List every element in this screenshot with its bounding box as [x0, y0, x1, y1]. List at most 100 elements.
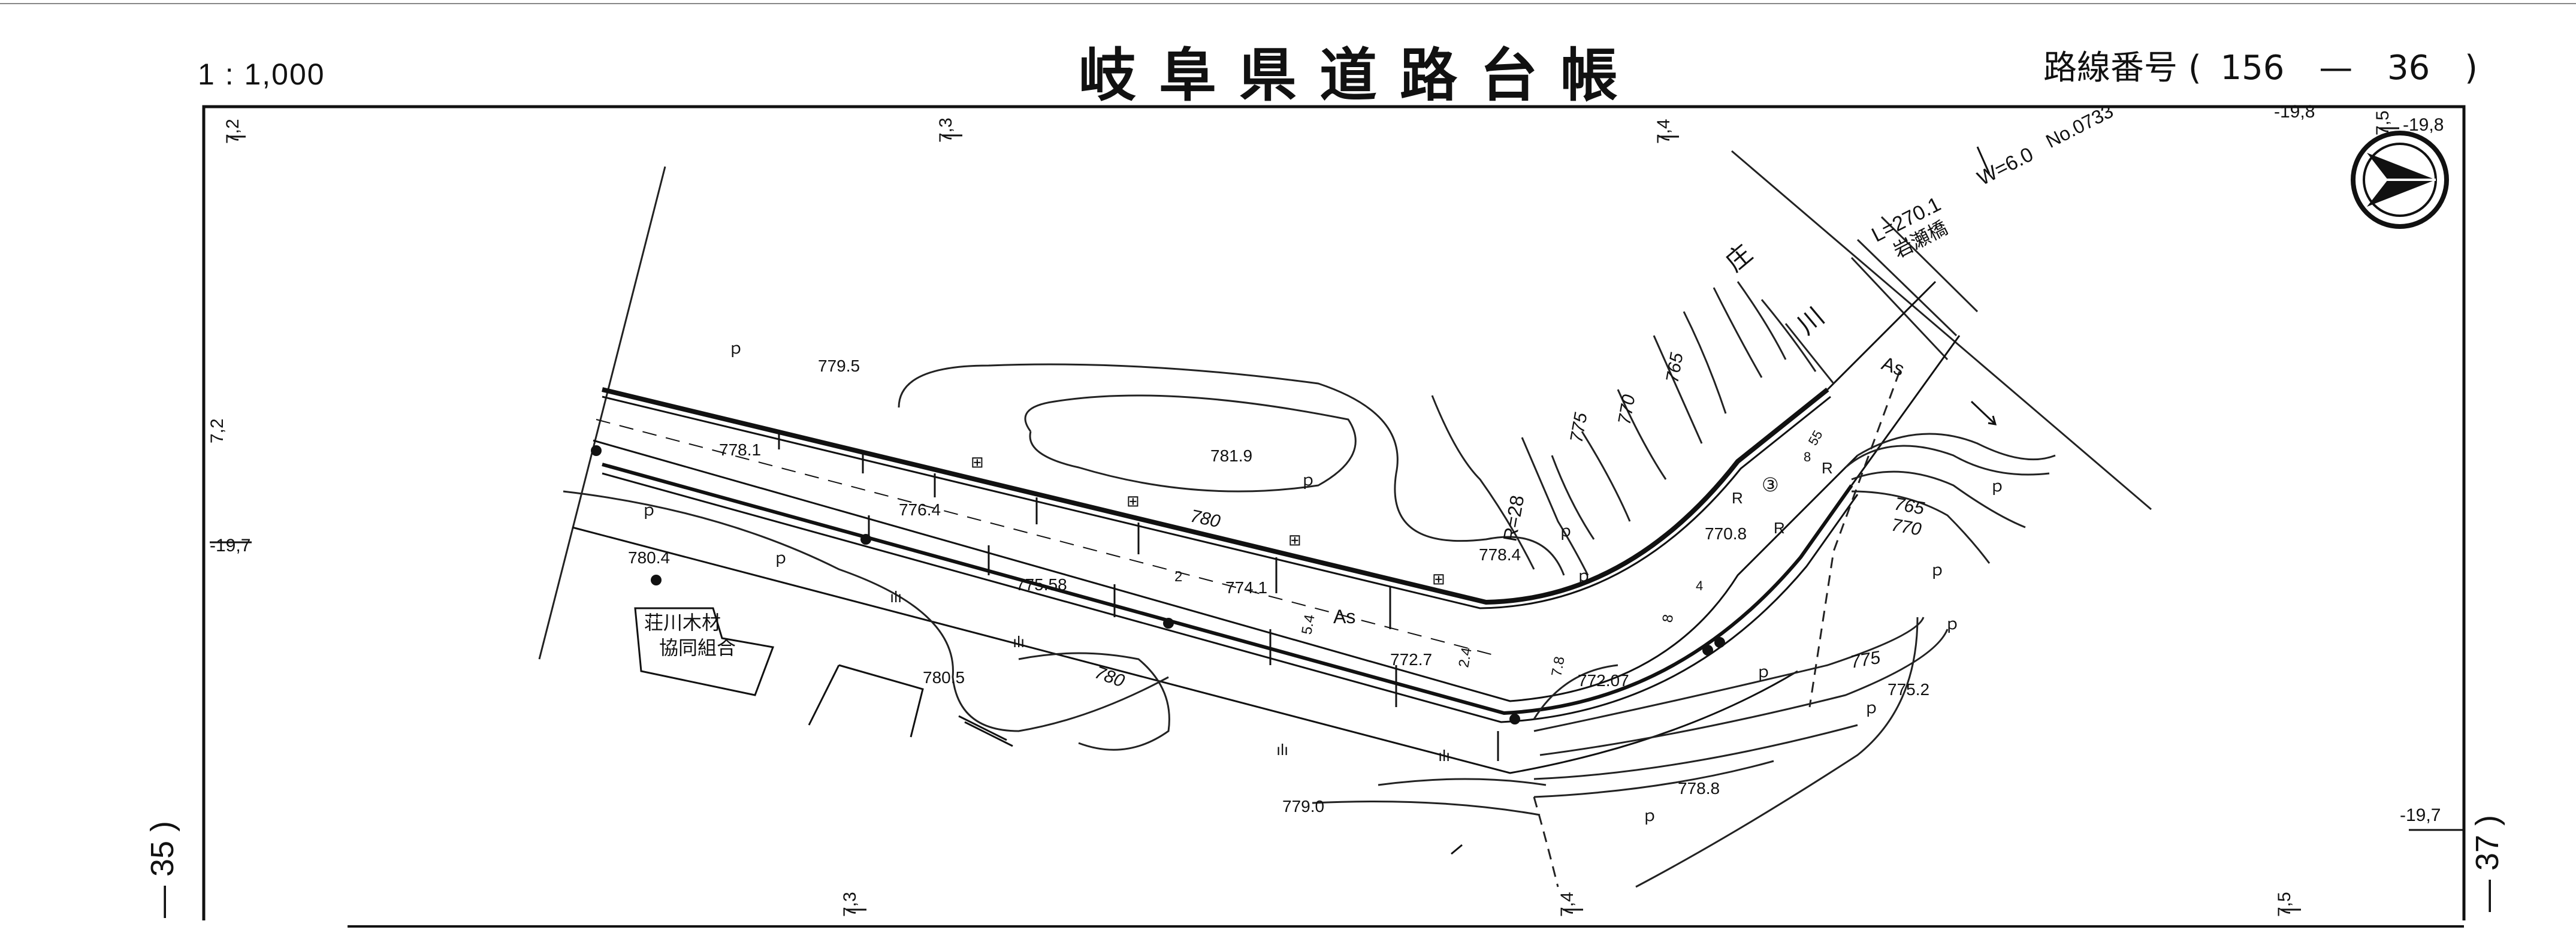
bridge-leader [1976, 146, 1991, 174]
svg-text:ılı: ılı [1013, 633, 1025, 651]
adjacent-sheet-left: — 35 ) [144, 791, 210, 935]
grid-label-top-74: 7,4 [1654, 119, 1674, 144]
elevation-label: 779.0 [1282, 797, 1324, 816]
grid-ticks [210, 127, 2464, 911]
svg-text:ｐ: ｐ [1929, 561, 1945, 579]
curve-radius-label: R=28 [1499, 494, 1528, 543]
svg-text:ｐ: ｐ [773, 549, 789, 567]
contour-lines [563, 281, 2056, 888]
adjacent-sheet-right: — 37 ) [2469, 779, 2535, 935]
svg-text:ılı: ılı [1276, 741, 1288, 759]
route-dash: — [2319, 49, 2353, 87]
width-label: 2.4 [1455, 646, 1475, 669]
svg-text:ｐ: ｐ [1756, 663, 1771, 681]
survey-points [591, 445, 1725, 724]
pavement-label: As [1333, 606, 1355, 627]
map-scale: 1 : 1,000 [198, 58, 325, 91]
svg-text:ｐ: ｐ [1989, 477, 2005, 495]
dashed-boundary [1533, 371, 1901, 887]
elevation-label: 770.8 [1705, 524, 1747, 543]
adjacent-sheet-right-label: — 37 ) [2469, 814, 2506, 913]
grid-label-bottom-73: 7,3 [840, 892, 860, 917]
elevation-label: 775.2 [1888, 680, 1929, 699]
svg-text:ılı: ılı [890, 588, 902, 606]
svg-text:ｐ: ｐ [1642, 807, 1657, 825]
adjacent-sheet-left-label: — 35 ) [144, 820, 181, 919]
route-sub-number: 36 [2387, 49, 2430, 87]
elevation-label: 772.7 [1390, 650, 1432, 669]
route-open-paren: ( [2188, 49, 2201, 87]
route-number: 路線番号 ( 156 — 36 ) [2043, 41, 2478, 89]
svg-text:⊞: ⊞ [971, 453, 984, 471]
curve-mark: R [1732, 489, 1743, 507]
width-label: 5.4 [1298, 613, 1318, 636]
width-label: 2 [1174, 569, 1182, 585]
svg-text:ｐ: ｐ [1558, 522, 1574, 540]
river-name: 庄 川 [1720, 238, 1830, 340]
elevation-label: 772.07 [1578, 671, 1629, 690]
river-name-char1: 庄 [1720, 238, 1758, 277]
elevation-label: 779.5 [818, 357, 860, 375]
elevation-label: 778.8 [1678, 779, 1720, 798]
flow-arrow-icon [1451, 400, 1997, 855]
contour-label: 765 [1893, 494, 1926, 518]
elevation-label: 776.4 [899, 500, 941, 519]
grid-label-top-198-left: -19,8 [2274, 102, 2315, 122]
contour-label: 765 [1662, 351, 1687, 384]
svg-text:ｐ: ｐ [728, 339, 744, 357]
grid-label-top-198-right: -19,8 [2403, 115, 2444, 135]
pavement-label: As [1879, 352, 1907, 381]
grid-label-top-75: 7,5 [2373, 110, 2393, 135]
svg-text:ｐ: ｐ [1864, 699, 1879, 717]
document-title: 岐阜県道路台帳 [1079, 42, 1641, 109]
svg-text:⊞: ⊞ [1432, 570, 1445, 588]
hatched-segment [958, 715, 1013, 747]
contour-label: 780 [1189, 506, 1222, 532]
width-label: 8 [1804, 449, 1811, 464]
svg-text:⊞: ⊞ [1288, 531, 1301, 549]
route-main-number: 156 [2220, 49, 2285, 87]
contour-label: 770 [1890, 515, 1923, 539]
embankment-hachures [778, 433, 1499, 761]
contour-label: 770 [1614, 393, 1639, 426]
grid-label-bottom-74: 7,4 [1557, 892, 1577, 917]
svg-text:ｐ: ｐ [1576, 567, 1591, 585]
point-marker: ③ [1762, 474, 1779, 496]
building-label: 荘川木材 協同組合 [644, 611, 736, 659]
elevation-label: 780.4 [628, 548, 670, 567]
grid-label-left-197: -19,7 [210, 536, 250, 555]
north-arrow-icon [2351, 131, 2449, 229]
svg-text:⊞: ⊞ [1127, 492, 1140, 510]
elevation-label: 774.1 [1225, 578, 1267, 597]
contour-label: 775 [1849, 648, 1882, 672]
width-label: 55 [1805, 428, 1826, 448]
elevation-label: 775.58 [1016, 575, 1067, 594]
building-outline [634, 607, 924, 738]
grid-label-top-73: 7,3 [936, 117, 956, 143]
building-label-line1: 荘川木材 [644, 611, 721, 634]
elevation-label: 781.9 [1210, 446, 1252, 465]
bridge-info: L=270.1 W=6.0 No.0733 岩瀬橋 [1868, 100, 2116, 262]
grid-labels: 7,2 7,3 7,4 7,5 -19,8 -19,8 7,2 -19,7 -1… [207, 102, 2444, 917]
route-number-label: 路線番号 [2043, 49, 2178, 87]
curve-mark: R [1774, 519, 1785, 537]
grid-label-right-197: -19,7 [2400, 805, 2441, 825]
grid-label-left-72: 7,2 [207, 418, 227, 443]
route-close-paren: ) [2465, 49, 2478, 87]
elevation-label: 778.4 [1479, 545, 1521, 564]
route-boundary-lines [538, 150, 2152, 660]
svg-text:ｐ: ｐ [641, 501, 657, 519]
svg-text:ｐ: ｐ [1944, 615, 1960, 633]
width-label: 4 [1696, 578, 1703, 593]
elevation-label: 780.5 [923, 668, 965, 687]
curve-mark: R [1822, 459, 1833, 477]
svg-text:ılı: ılı [1438, 747, 1450, 765]
elevation-label: 778.1 [719, 440, 761, 459]
river-name-char2: 川 [1792, 301, 1830, 340]
map-frame [202, 105, 2466, 920]
grid-label-top-72: 7,2 [223, 119, 243, 144]
svg-text:ｐ: ｐ [1300, 471, 1316, 489]
road-corridor [572, 280, 1961, 774]
elevation-labels: 779.5 781.9 778.1 776.4 774.1 775.58 780… [628, 357, 1929, 816]
